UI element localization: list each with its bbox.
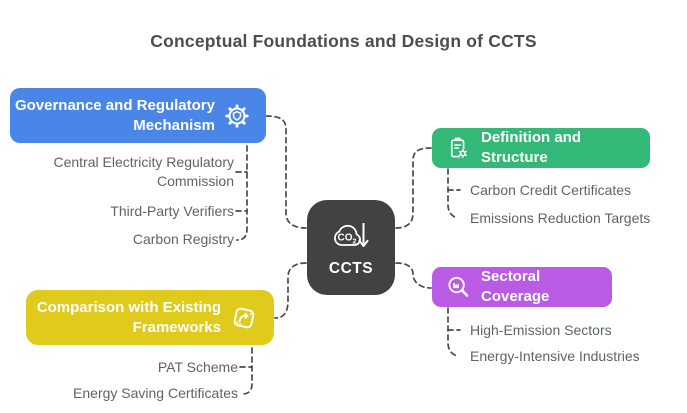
- node-definition: Definition and Structure: [432, 128, 650, 168]
- node-comparison: Comparison with Existing Frameworks: [26, 290, 274, 345]
- node-governance-label: Governance and Regulatory Mechanism: [14, 96, 215, 134]
- connector-center-comparison: [274, 262, 307, 319]
- magnifier-factory-icon: [448, 276, 469, 297]
- co2-reduction-icon: CO 2: [334, 223, 369, 247]
- node-definition-label: Definition and Structure: [481, 129, 581, 166]
- gear-shield-icon: [225, 103, 249, 128]
- connector-comparison-leaves: [242, 347, 253, 395]
- leaf-emissions-reduction-targets: Emissions Reduction Targets: [470, 210, 651, 226]
- svg-text:CO: CO: [338, 233, 353, 244]
- leaf-energy-saving-certificates: Energy Saving Certificates: [73, 385, 238, 401]
- svg-text:2: 2: [353, 239, 357, 246]
- node-governance: Governance and Regulatory Mechanism: [10, 88, 266, 143]
- connector-sectoral-leaves: [447, 307, 459, 357]
- leaf-carbon-credit-certificates: Carbon Credit Certificates: [470, 182, 632, 198]
- connector-definition-leaves: [447, 168, 459, 219]
- page-title: Conceptual Foundations and Design of CCT…: [150, 31, 537, 51]
- center-label: CCTS: [328, 260, 374, 277]
- leaf-carbon-registry: Carbon Registry: [132, 231, 234, 247]
- node-sectoral-label: Sectoral Coverage: [481, 268, 550, 305]
- leaf-pat-scheme: PAT Scheme: [157, 359, 238, 375]
- leaf-third-party-verifiers: Third-Party Verifiers: [110, 203, 234, 219]
- connector-governance-center: [265, 115, 307, 229]
- leaf-high-emission-sectors: High-Emission Sectors: [470, 322, 612, 338]
- node-comparison-label: Comparison with Existing Frameworks: [36, 298, 221, 336]
- leaf-energy-intensive-industries: Energy-Intensive Industries: [470, 348, 640, 364]
- connector-center-sectoral: [395, 262, 432, 289]
- node-sectoral: Sectoral Coverage: [432, 267, 612, 307]
- leaf-cerc: Central Electricity Regulatory Commissio…: [53, 154, 234, 189]
- stamp-arrow-icon: [233, 307, 255, 328]
- connector-center-definition: [395, 147, 432, 229]
- clipboard-gear-icon: [450, 137, 468, 158]
- node-ccts-center: CO 2 CCTS: [307, 200, 395, 295]
- connector-governance-leaves: [236, 145, 248, 241]
